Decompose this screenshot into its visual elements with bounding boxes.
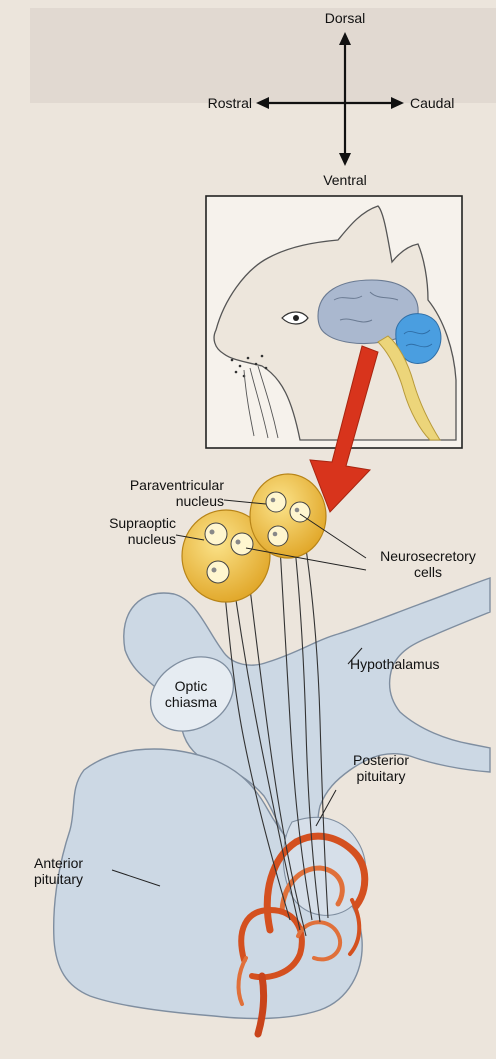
supraoptic-nucleus-label: Supraoptic nucleus xyxy=(72,515,176,547)
compass-caudal-label: Caudal xyxy=(410,95,490,111)
neuron-cell xyxy=(231,533,253,555)
paraventricular-nucleus-label: Paraventricular nucleus xyxy=(112,477,224,509)
anterior-pituitary-label: Anterior pituitary xyxy=(34,855,134,887)
neuron-cell xyxy=(207,561,229,583)
compass-dorsal-label: Dorsal xyxy=(305,10,385,26)
neuron-cell xyxy=(266,492,286,512)
optic-chiasma-label: Optic chiasma xyxy=(146,678,236,710)
posterior-pituitary-label: Posterior pituitary xyxy=(326,752,436,784)
neurosecretory-cells-label: Neurosecretory cells xyxy=(364,548,492,580)
faded-header-band xyxy=(30,8,496,103)
cat-pupil xyxy=(293,315,299,321)
neuron-cell xyxy=(268,526,288,546)
hypothalamus-label: Hypothalamus xyxy=(350,656,480,672)
paraventricular-nucleus xyxy=(250,474,326,558)
compass-ventral-label: Ventral xyxy=(305,172,385,188)
compass-rostral-label: Rostral xyxy=(176,95,252,111)
neuron-cell xyxy=(205,523,227,545)
